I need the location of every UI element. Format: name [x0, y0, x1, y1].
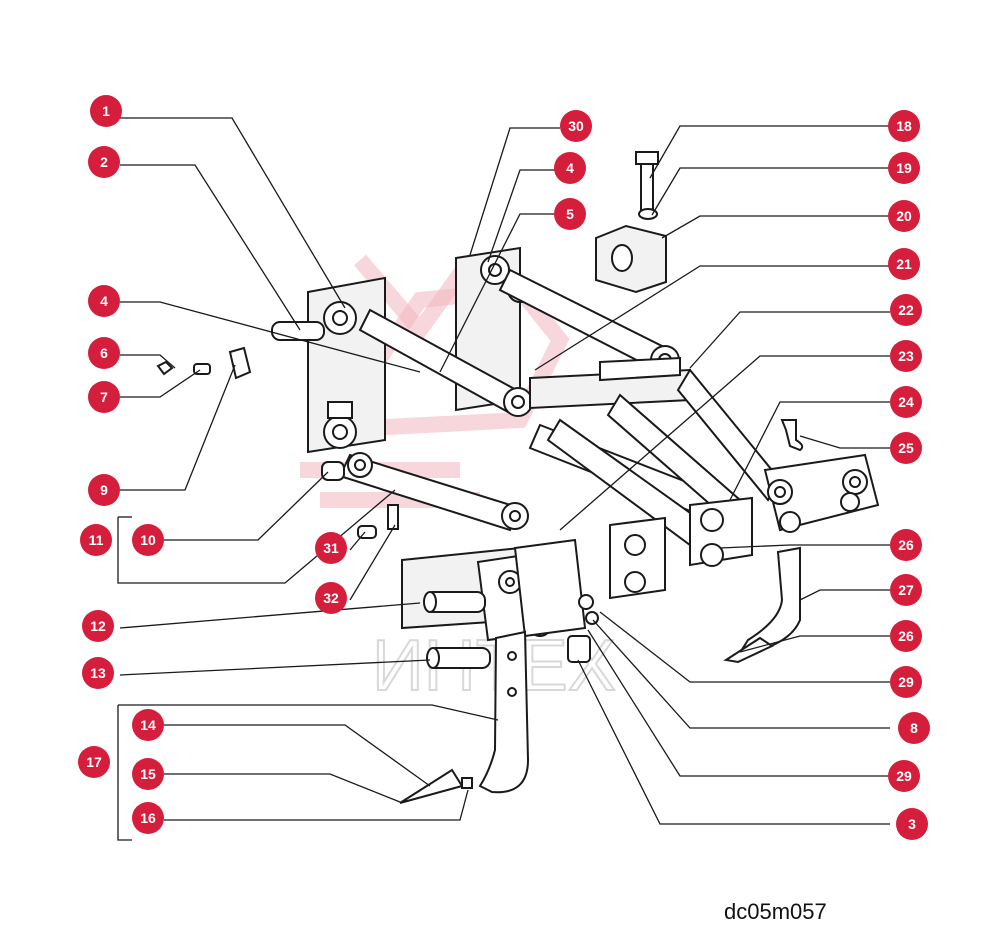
svg-text:27: 27	[898, 582, 914, 598]
svg-text:20: 20	[896, 208, 912, 224]
svg-text:10: 10	[140, 532, 156, 548]
bushing-10	[321, 461, 345, 481]
callout-24: 24	[890, 386, 922, 418]
svg-text:14: 14	[140, 717, 156, 733]
svg-text:12: 12	[90, 618, 106, 634]
callout-11: 11	[80, 524, 112, 556]
callout-26: 26	[890, 529, 922, 561]
callout-6: 6	[88, 337, 120, 369]
shank	[478, 630, 530, 794]
svg-text:17: 17	[86, 754, 102, 770]
arm-3	[676, 368, 782, 502]
svg-text:2: 2	[100, 154, 108, 170]
callout-14: 14	[132, 709, 164, 741]
callout-23: 23	[890, 340, 922, 372]
callout-15: 15	[132, 758, 164, 790]
callout-27: 27	[890, 574, 922, 606]
svg-text:26: 26	[898, 537, 914, 553]
callout-8: 8	[898, 712, 930, 744]
svg-text:9: 9	[100, 482, 108, 498]
svg-text:31: 31	[323, 540, 339, 556]
svg-text:29: 29	[896, 768, 912, 784]
pin-25	[780, 419, 804, 452]
nut-3	[567, 635, 591, 663]
tine-27	[735, 546, 801, 658]
svg-text:18: 18	[896, 118, 912, 134]
svg-text:4: 4	[566, 160, 574, 176]
callout-9: 9	[88, 474, 120, 506]
bolt-18	[640, 159, 654, 213]
callout-1: 1	[90, 95, 122, 127]
svg-text:23: 23	[898, 348, 914, 364]
callout-5: 5	[554, 198, 586, 230]
svg-text:25: 25	[898, 440, 914, 456]
svg-text:3: 3	[908, 816, 916, 832]
svg-text:22: 22	[898, 302, 914, 318]
callout-17: 17	[78, 746, 110, 778]
svg-text:32: 32	[323, 590, 339, 606]
svg-text:11: 11	[89, 532, 104, 548]
svg-text:5: 5	[566, 206, 574, 222]
callout-26-b: 26	[890, 620, 922, 652]
callout-22: 22	[890, 294, 922, 326]
callout-18: 18	[888, 110, 920, 142]
svg-text:21: 21	[896, 256, 912, 272]
callout-4-b: 4	[554, 152, 586, 184]
callout-20: 20	[888, 200, 920, 232]
clip-9	[228, 346, 252, 380]
callout-13: 13	[82, 657, 114, 689]
callout-10: 10	[132, 524, 164, 556]
svg-text:29: 29	[898, 674, 914, 690]
svg-text:16: 16	[140, 810, 156, 826]
callout-7: 7	[88, 381, 120, 413]
callout-2: 2	[88, 146, 120, 178]
drawing-code: dc05m057	[724, 899, 827, 924]
callout-31: 31	[315, 532, 347, 564]
pin-2	[271, 321, 325, 341]
callout-12: 12	[82, 610, 114, 642]
plate-32	[387, 504, 399, 530]
svg-text:7: 7	[100, 389, 108, 405]
svg-text:6: 6	[100, 345, 108, 361]
svg-text:15: 15	[140, 766, 156, 782]
svg-text:26: 26	[898, 628, 914, 644]
callout-3: 3	[896, 808, 928, 840]
callout-29-b: 29	[888, 760, 920, 792]
svg-text:30: 30	[568, 118, 584, 134]
nut-6	[156, 360, 174, 376]
callout-25: 25	[890, 432, 922, 464]
svg-text:1: 1	[102, 103, 110, 119]
callout-16: 16	[132, 802, 164, 834]
svg-text:13: 13	[90, 665, 106, 681]
callout-29: 29	[890, 666, 922, 698]
svg-text:8: 8	[910, 720, 918, 736]
washer-19	[638, 208, 658, 220]
callout-19: 19	[888, 152, 920, 184]
callout-30: 30	[560, 110, 592, 142]
callout-21: 21	[888, 248, 920, 280]
svg-text:4: 4	[100, 293, 108, 309]
callout-32: 32	[315, 582, 347, 614]
share-bolt	[461, 777, 473, 789]
svg-text:19: 19	[896, 160, 912, 176]
svg-text:24: 24	[898, 394, 914, 410]
share-tip	[399, 768, 464, 804]
callout-4: 4	[88, 285, 120, 317]
